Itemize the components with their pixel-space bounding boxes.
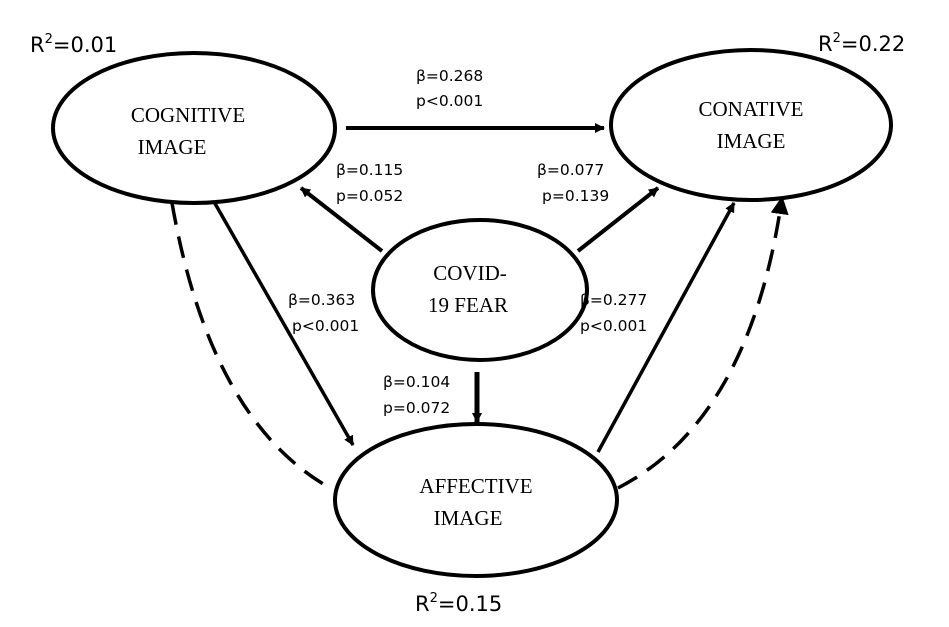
node-affective-label-line1: AFFECTIVE [419, 474, 532, 498]
node-covid-label-line2: 19 FEAR [428, 293, 508, 317]
path-affective-conative-beta: β=0.277 [580, 291, 647, 309]
node-affective-label-line2: IMAGE [434, 506, 503, 530]
r2-cognitive: R2=0.01 [30, 32, 117, 57]
r2-cognitive-prefix: R [30, 33, 45, 57]
node-cognitive-label-line1: COGNITIVE [131, 103, 245, 127]
r2-conative-value: =0.22 [841, 32, 905, 56]
r2-affective: R2=0.15 [415, 591, 502, 616]
r2-affective-superscript: 2 [430, 591, 438, 606]
r2-affective-prefix: R [415, 592, 430, 616]
dashed-path-affective-conative [617, 196, 789, 490]
r2-conative-prefix: R [818, 32, 833, 56]
node-covid-label-line1: COVID- [433, 261, 507, 285]
r2-conative-superscript: 2 [833, 31, 841, 46]
arrow-covid-to-conative [576, 186, 660, 253]
path-cognitive-conative-beta: β=0.268 [416, 67, 483, 85]
path-covid-affective-p: p=0.072 [383, 399, 450, 417]
path-affective-conative-p: p<0.001 [580, 317, 647, 335]
path-covid-conative-p: p=0.139 [542, 187, 609, 205]
path-covid-conative-beta: β=0.077 [537, 161, 604, 179]
r2-affective-value: =0.15 [438, 592, 502, 616]
path-covid-cognitive-beta: β=0.115 [336, 161, 403, 179]
r2-cognitive-superscript: 2 [45, 32, 53, 47]
r2-conative: R2=0.22 [818, 31, 905, 56]
path-cognitive-affective-beta: β=0.363 [288, 291, 355, 309]
path-covid-cognitive-p: p=0.052 [336, 187, 403, 205]
node-affective-image [333, 422, 619, 578]
path-covid-affective-beta: β=0.104 [383, 373, 450, 391]
node-conative-label-line2: IMAGE [717, 129, 786, 153]
arrow-covid-to-cognitive [299, 186, 384, 253]
node-cognitive-image [51, 51, 337, 205]
node-conative-label-line1: CONATIVE [699, 97, 804, 121]
node-cognitive-label-line2: IMAGE [138, 135, 207, 159]
node-covid-fear [371, 218, 589, 362]
arrow-cognitive-to-affective [211, 199, 355, 446]
node-conative-image [609, 48, 893, 202]
dashed-path-cognitive-affective [170, 202, 331, 490]
path-cognitive-conative-p: p<0.001 [416, 92, 483, 110]
arrow-affective-to-conative [596, 202, 736, 453]
r2-cognitive-value: =0.01 [53, 33, 117, 57]
path-cognitive-affective-p: p<0.001 [292, 317, 359, 335]
